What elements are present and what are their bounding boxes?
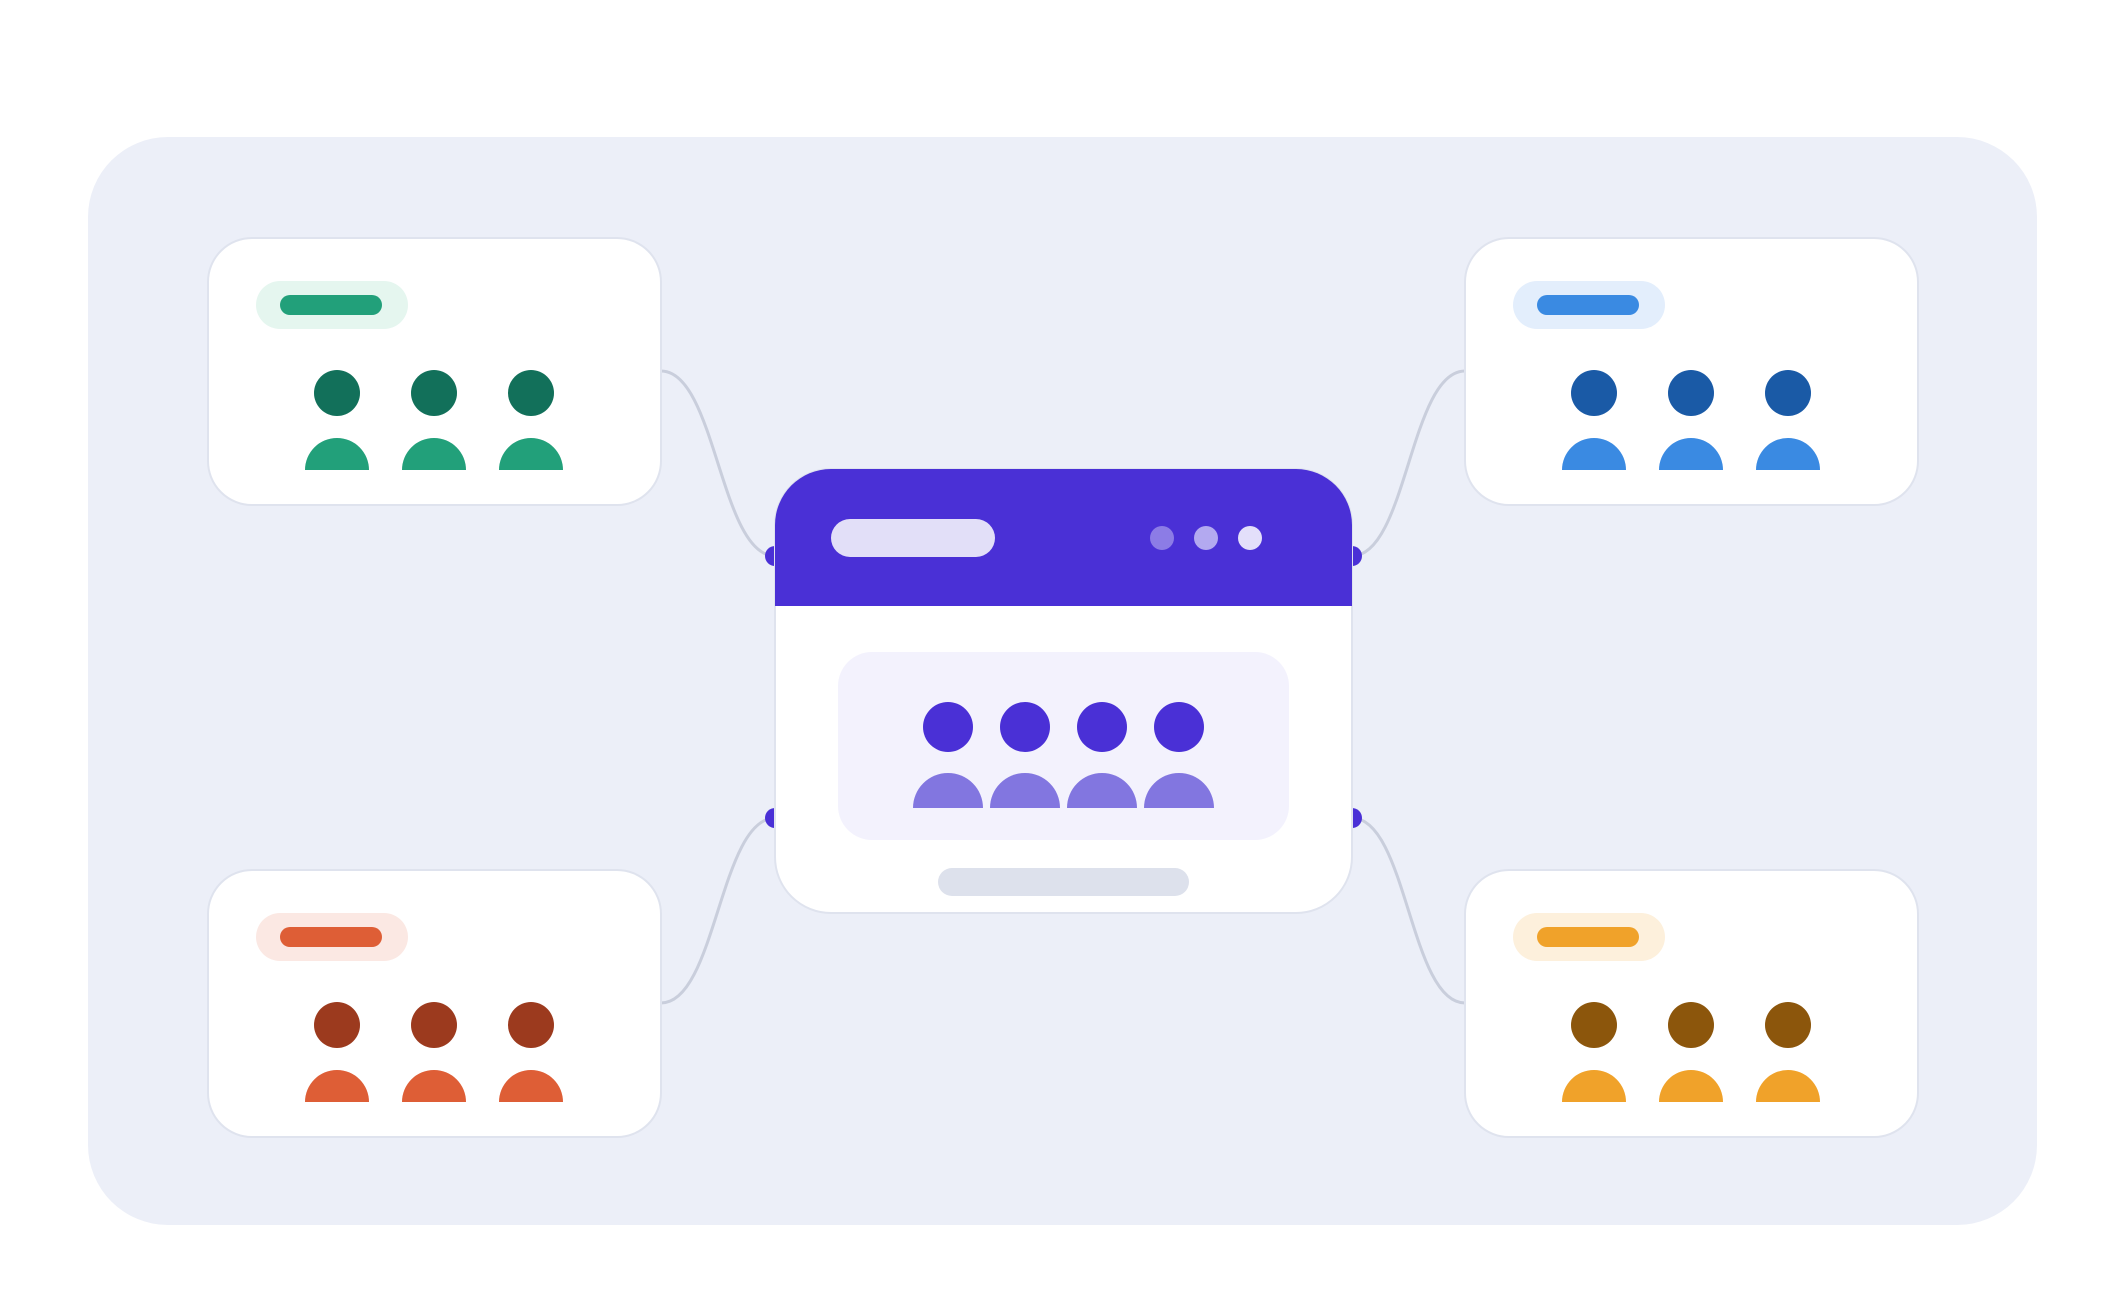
person-head <box>411 1002 457 1048</box>
person-body <box>1756 1070 1820 1102</box>
tag-bar <box>280 295 382 315</box>
person-body <box>402 1070 466 1102</box>
person-body <box>499 1070 563 1102</box>
person-body <box>1562 438 1626 470</box>
group-card-top-left <box>207 237 662 506</box>
tag-bar <box>1537 295 1639 315</box>
person-body <box>1144 773 1214 808</box>
person-head <box>314 1002 360 1048</box>
person-head <box>508 1002 554 1048</box>
person-head <box>508 370 554 416</box>
person-head <box>1154 702 1204 752</box>
group-card-bottom-right <box>1464 869 1919 1138</box>
window-control-dot <box>1194 526 1218 550</box>
person-body <box>1659 1070 1723 1102</box>
hub-title-pill <box>831 519 995 557</box>
group-icon <box>913 702 1214 808</box>
hub-titlebar <box>775 469 1352 606</box>
connector-line-top-right <box>1351 369 1466 558</box>
person-body <box>305 438 369 470</box>
person-body <box>1756 438 1820 470</box>
person-head <box>1765 370 1811 416</box>
person-body <box>1067 773 1137 808</box>
window-control-dot <box>1238 526 1262 550</box>
person-head <box>1765 1002 1811 1048</box>
group-icon <box>305 370 563 470</box>
group-icon <box>1562 370 1820 470</box>
person-head <box>923 702 973 752</box>
person-body <box>305 1070 369 1102</box>
person-body <box>990 773 1060 808</box>
person-body <box>913 773 983 808</box>
connector-line-bottom-left <box>660 816 776 1005</box>
person-head <box>1077 702 1127 752</box>
person-head <box>1571 1002 1617 1048</box>
group-cards <box>207 237 1919 1138</box>
person-head <box>1668 1002 1714 1048</box>
tag-bar <box>280 927 382 947</box>
connector-line-top-left <box>660 369 776 558</box>
person-head <box>411 370 457 416</box>
person-head <box>1571 370 1617 416</box>
hub-footer-bar <box>938 868 1189 896</box>
group-card-bottom-left <box>207 869 662 1138</box>
group-icon <box>1562 1002 1820 1102</box>
person-head <box>1000 702 1050 752</box>
tag-bar <box>1537 927 1639 947</box>
person-head <box>314 370 360 416</box>
hub-window <box>774 468 1353 914</box>
person-head <box>1668 370 1714 416</box>
connector-line-bottom-right <box>1351 816 1466 1005</box>
person-body <box>499 438 563 470</box>
person-body <box>402 438 466 470</box>
group-icon <box>305 1002 563 1102</box>
person-body <box>1562 1070 1626 1102</box>
group-card-top-right <box>1464 237 1919 506</box>
person-body <box>1659 438 1723 470</box>
window-control-dot <box>1150 526 1174 550</box>
hub-panel <box>838 652 1289 840</box>
